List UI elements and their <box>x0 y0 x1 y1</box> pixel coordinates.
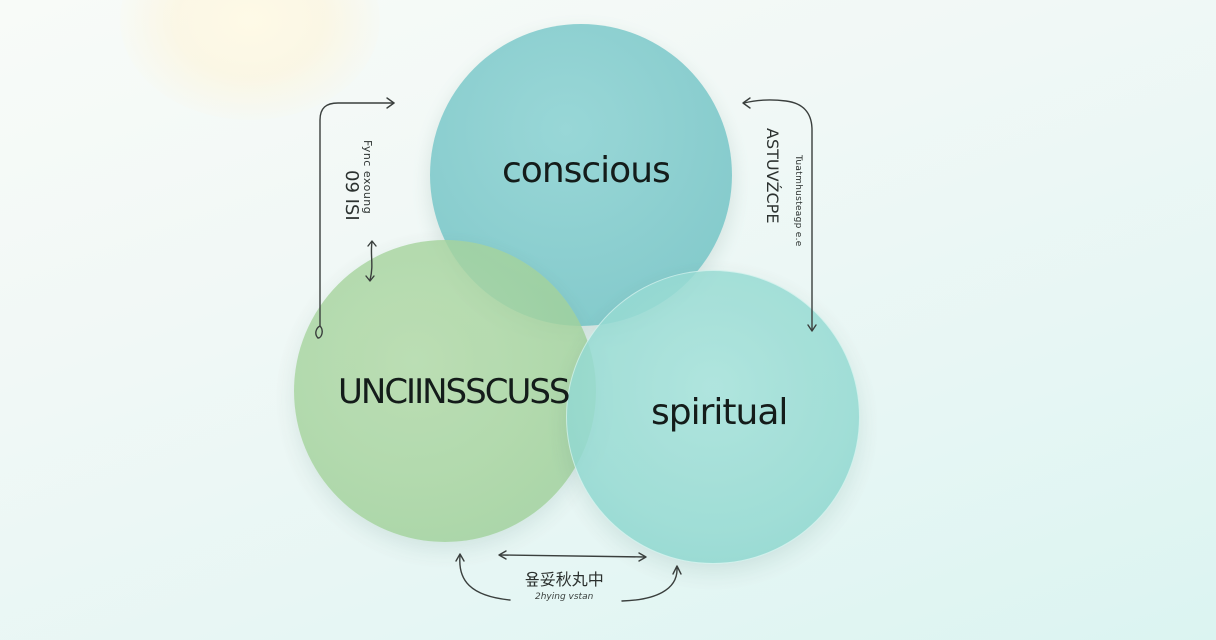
label-spiritual: spiritual <box>651 392 788 433</box>
annotation-bottom-line1: 욮妥秋丸中 <box>525 570 604 589</box>
annotation-right-line2: Tuatmhusteagp e.e <box>793 155 803 247</box>
arrow-left-loop <box>315 102 395 339</box>
arrow-bottom-right <box>621 567 678 602</box>
label-conscious: conscious <box>502 150 671 191</box>
annotation-left-line2: 09 ISI <box>341 170 362 221</box>
circle-spiritual <box>566 270 860 564</box>
annotation-bottom-line2: 2hying vstan <box>535 592 594 602</box>
label-unconscious: UNCIINSSCUSS <box>338 372 571 412</box>
annotation-left-line1: Fync exoung <box>361 140 374 215</box>
arrow-left-double <box>369 241 373 281</box>
arrow-bottom-left <box>459 555 511 601</box>
arrow-right-loop <box>743 99 813 331</box>
arrow-bottom-double <box>499 554 646 558</box>
annotation-right-line1: ASTUVŹCPE <box>763 128 782 224</box>
circle-unconscious <box>294 240 596 542</box>
